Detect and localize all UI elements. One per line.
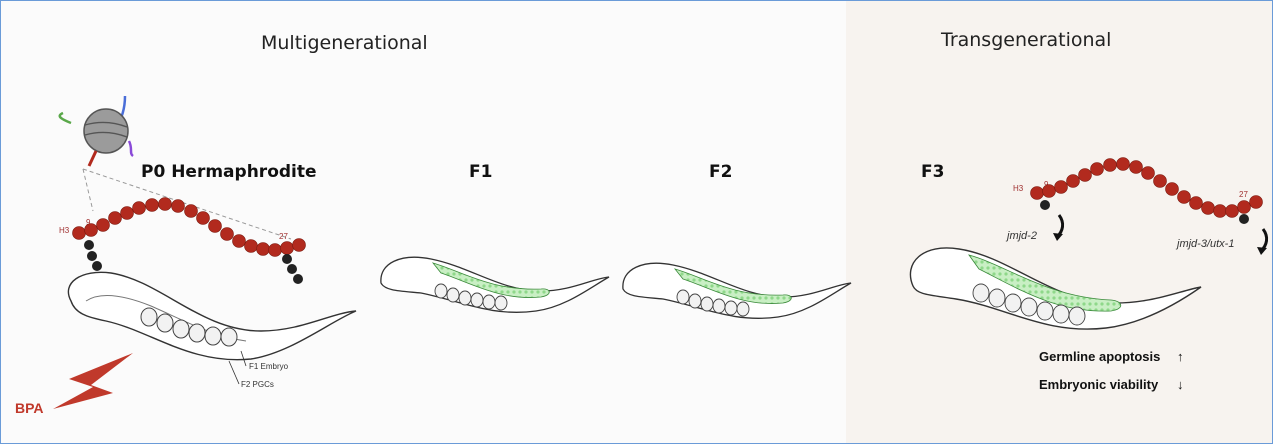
multigenerational-panel — [1, 1, 846, 443]
p0-k27-label: 27 — [279, 232, 288, 241]
f2-label: F2 — [709, 162, 732, 182]
f3-k27-label: 27 — [1239, 190, 1248, 199]
f3-label: F3 — [921, 162, 944, 182]
viability-down-arrow: ↓ — [1177, 377, 1184, 392]
f1-label: F1 — [469, 162, 492, 182]
apoptosis-up-arrow: ↑ — [1177, 349, 1184, 364]
transgenerational-header: Transgenerational — [940, 29, 1111, 51]
f3-h3-label: H3 — [1013, 184, 1024, 193]
f2-pgcs-label: F2 PGCs — [241, 380, 274, 389]
jmjd2-label: jmjd-2 — [1005, 230, 1037, 242]
bpa-label: BPA — [15, 400, 44, 416]
jmjd3-label: jmjd-3/utx-1 — [1175, 238, 1234, 250]
apoptosis-label: Germline apoptosis — [1039, 349, 1160, 364]
multigenerational-header: Multigenerational — [261, 32, 428, 54]
p0-label: P0 Hermaphrodite — [141, 162, 317, 182]
f1-embryo-label: F1 Embryo — [249, 362, 289, 371]
viability-label: Embryonic viability — [1039, 377, 1159, 392]
p0-h3-label: H3 — [59, 226, 70, 235]
